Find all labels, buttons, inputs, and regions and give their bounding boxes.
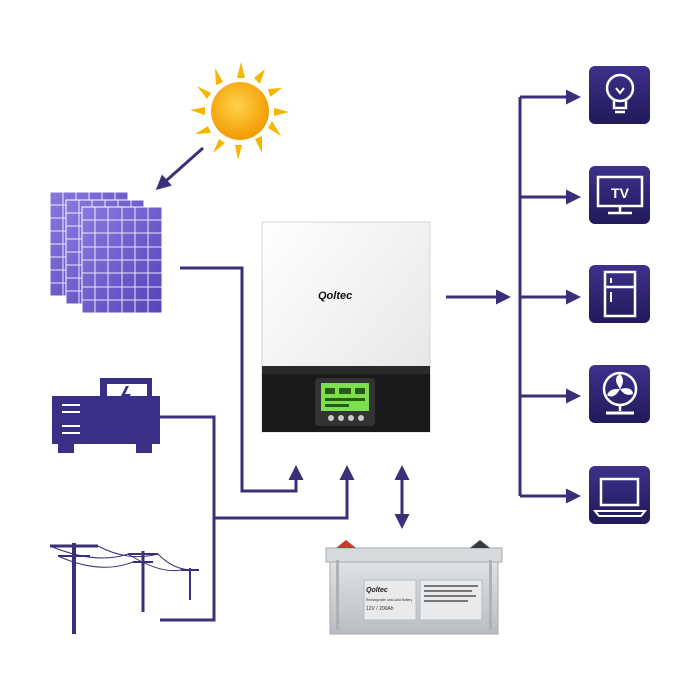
laptop-icon (589, 466, 650, 524)
battery-icon: Qoltec Rechargeable Lead-Acid Battery 12… (325, 540, 503, 635)
sun-to-panels-arrow (155, 146, 204, 190)
inverter-buttons (328, 415, 364, 421)
output-connection-lines (446, 89, 581, 504)
inverter-brand: Qoltec (318, 290, 352, 302)
fan-icon (589, 365, 650, 423)
generator-icon (52, 378, 160, 453)
sun-icon (190, 62, 289, 160)
fridge-icon (589, 265, 650, 323)
battery-label-line1: Rechargeable Lead-Acid Battery (366, 598, 412, 602)
power-lines-icon (49, 543, 200, 634)
tv-icon-label: TV (611, 185, 630, 201)
battery-label-line2: 12V / 200Ah (366, 606, 394, 612)
input-connection-lines (160, 266, 355, 622)
inverter: Qoltec (261, 221, 431, 433)
tv-icon: TV (589, 166, 650, 224)
light-bulb-icon (589, 66, 650, 124)
battery-brand: Qoltec (366, 587, 388, 594)
solar-panels-icon (49, 191, 163, 314)
